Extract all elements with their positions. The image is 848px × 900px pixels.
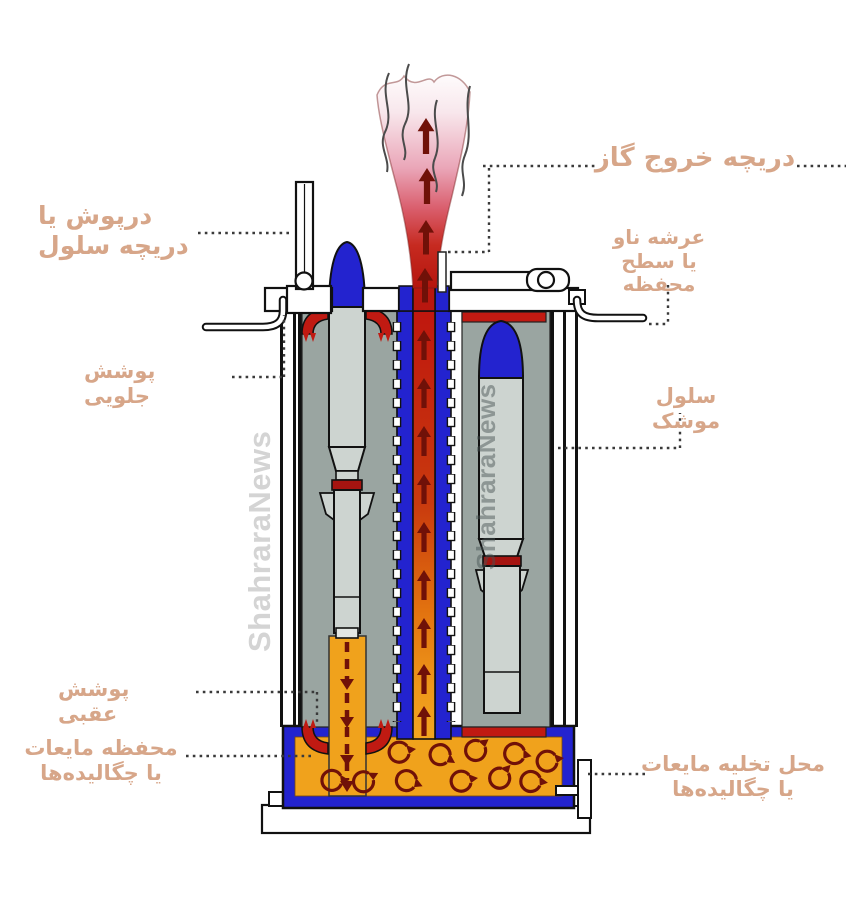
right-cell-bottom-seal bbox=[461, 726, 547, 738]
label-cell-cap: درپوش یا دریچه سلول bbox=[38, 201, 193, 260]
label-text: سلول موشک bbox=[651, 384, 721, 433]
label-text: محل تخلیه مایعات bbox=[640, 752, 826, 776]
smoke-line bbox=[461, 85, 471, 197]
duct-notches-left bbox=[392, 318, 402, 722]
label-text: پوشش جلویی bbox=[84, 359, 156, 408]
right-missile-nosecone bbox=[477, 319, 525, 379]
smoke-line bbox=[432, 99, 439, 193]
gas-flow-down-arrows bbox=[340, 642, 354, 792]
hatch-hinge bbox=[536, 270, 556, 290]
label-front-cover: پوشش جلویی bbox=[84, 359, 226, 409]
front-cover-liner bbox=[298, 311, 302, 727]
open-cell-hatch bbox=[201, 180, 333, 332]
gas-exhaust-duct bbox=[392, 310, 456, 740]
label-text: یا چگالیده‌ها bbox=[672, 776, 794, 801]
label-text: دریچه خروج گاز bbox=[594, 143, 796, 173]
label-text: عرشه ناو bbox=[612, 225, 706, 249]
left-missile-nosecone bbox=[327, 240, 367, 308]
closed-cell-hatch bbox=[449, 267, 648, 323]
label-rear-cover: پوشش عقبی bbox=[58, 677, 188, 727]
label-text: دریچه سلول bbox=[38, 230, 189, 260]
label-liquids-chamber: محفظه مایعات یا چگالیده‌ها bbox=[20, 736, 182, 786]
right-missile bbox=[474, 319, 530, 714]
leader-lines bbox=[186, 164, 846, 776]
smoke-line bbox=[381, 72, 390, 173]
watermark-right: ShahraraNews bbox=[471, 383, 501, 570]
label-text: یا چگالیده‌ها bbox=[40, 760, 162, 785]
leader-gas-exit bbox=[448, 164, 846, 254]
watermark-left: ShahraraNews bbox=[242, 430, 277, 652]
label-text: یا سطح محفظه bbox=[621, 248, 697, 297]
canister-walls bbox=[280, 311, 578, 727]
leader-front-cover bbox=[232, 315, 286, 379]
hatch-hinge bbox=[294, 271, 314, 291]
rear-liner bbox=[550, 311, 554, 727]
left-missile-nozzle bbox=[335, 627, 359, 639]
label-gas-exit-hatch: دریچه خروج گاز bbox=[592, 143, 798, 174]
left-missile-red-band bbox=[331, 479, 363, 491]
label-text: محفظه مایعات bbox=[24, 736, 178, 760]
cell-seals bbox=[301, 307, 393, 755]
leader-deck bbox=[649, 285, 670, 326]
exhaust-plume bbox=[376, 63, 471, 293]
label-text: پوشش عقبی bbox=[58, 677, 130, 726]
label-drain-location: محل تخلیه مایعات یا چگالیده‌ها bbox=[636, 752, 830, 802]
leader-rear-cover bbox=[196, 690, 319, 722]
label-ship-deck: عرشه ناو یا سطح محفظه bbox=[585, 225, 733, 297]
leader-missile-cell bbox=[558, 413, 682, 450]
base-plate bbox=[260, 803, 592, 835]
deck-post bbox=[437, 251, 447, 293]
left-missile bbox=[318, 240, 376, 639]
smoke-line bbox=[401, 63, 410, 161]
label-missile-cell: سلول موشک bbox=[620, 384, 752, 434]
label-text: درپوش یا bbox=[38, 201, 153, 230]
duct-notches-right bbox=[446, 318, 456, 722]
drain-outlet bbox=[555, 759, 592, 819]
right-cell-top-seal bbox=[461, 311, 547, 323]
